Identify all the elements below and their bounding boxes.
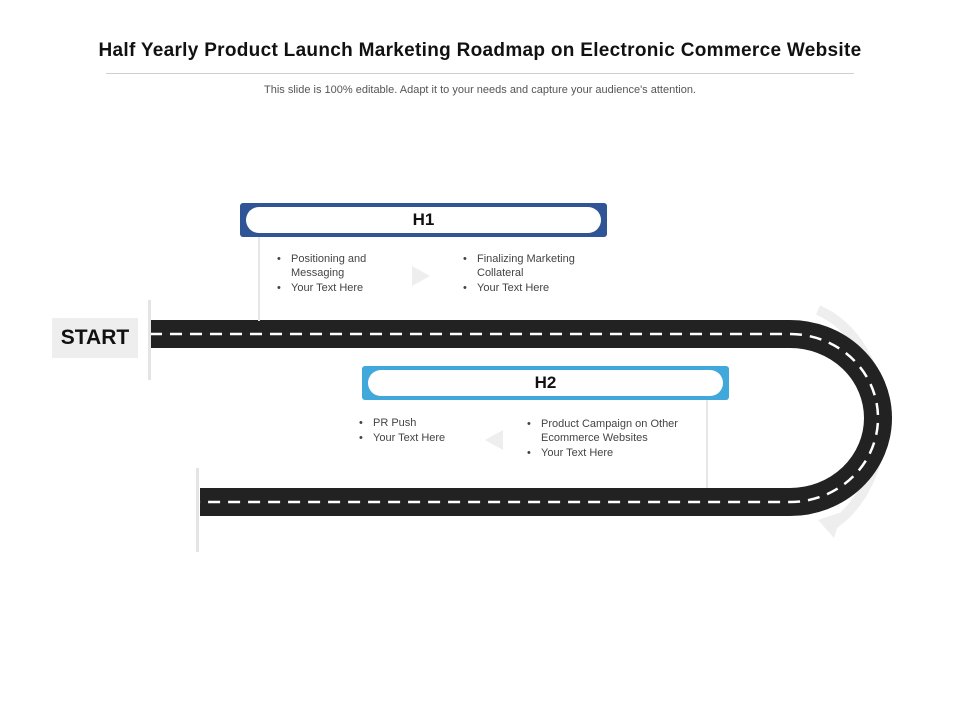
- phase-h1-left-list: Positioning and Messaging Your Text Here: [277, 252, 397, 296]
- title-divider: [106, 73, 854, 74]
- list-item: Product Campaign on Other Ecommerce Webs…: [527, 417, 712, 445]
- list-item: Your Text Here: [527, 446, 712, 460]
- list-item: Finalizing Marketing Collateral: [463, 252, 603, 280]
- phase-h1-arrow-icon: [412, 266, 430, 286]
- road-start-cap: [148, 300, 151, 380]
- phase-h1-label: H1: [246, 207, 601, 233]
- slide-subtitle: This slide is 100% editable. Adapt it to…: [264, 84, 696, 96]
- road-centerline: [150, 332, 880, 504]
- road-body: [150, 320, 892, 516]
- phase-h2-left-list: PR Push Your Text Here: [359, 416, 479, 446]
- phase-h2-label: H2: [368, 370, 723, 396]
- list-item: PR Push: [359, 416, 479, 430]
- phase-h1-right-list: Finalizing Marketing Collateral Your Tex…: [463, 252, 603, 296]
- phase-h1-connector: [258, 237, 260, 321]
- list-item: Your Text Here: [359, 431, 479, 445]
- phase-h1-header: H1: [240, 203, 607, 237]
- list-item: Your Text Here: [463, 281, 603, 295]
- list-item: Your Text Here: [277, 281, 397, 295]
- phase-h2-header: H2: [362, 366, 729, 400]
- road-end-cap: [196, 468, 199, 552]
- start-label: START: [52, 318, 138, 358]
- direction-arrowhead: [818, 512, 842, 538]
- phase-h2-arrow-icon: [485, 430, 503, 450]
- list-item: Positioning and Messaging: [277, 252, 397, 280]
- phase-h2-right-list: Product Campaign on Other Ecommerce Webs…: [527, 417, 712, 461]
- slide-title: Half Yearly Product Launch Marketing Roa…: [98, 40, 862, 61]
